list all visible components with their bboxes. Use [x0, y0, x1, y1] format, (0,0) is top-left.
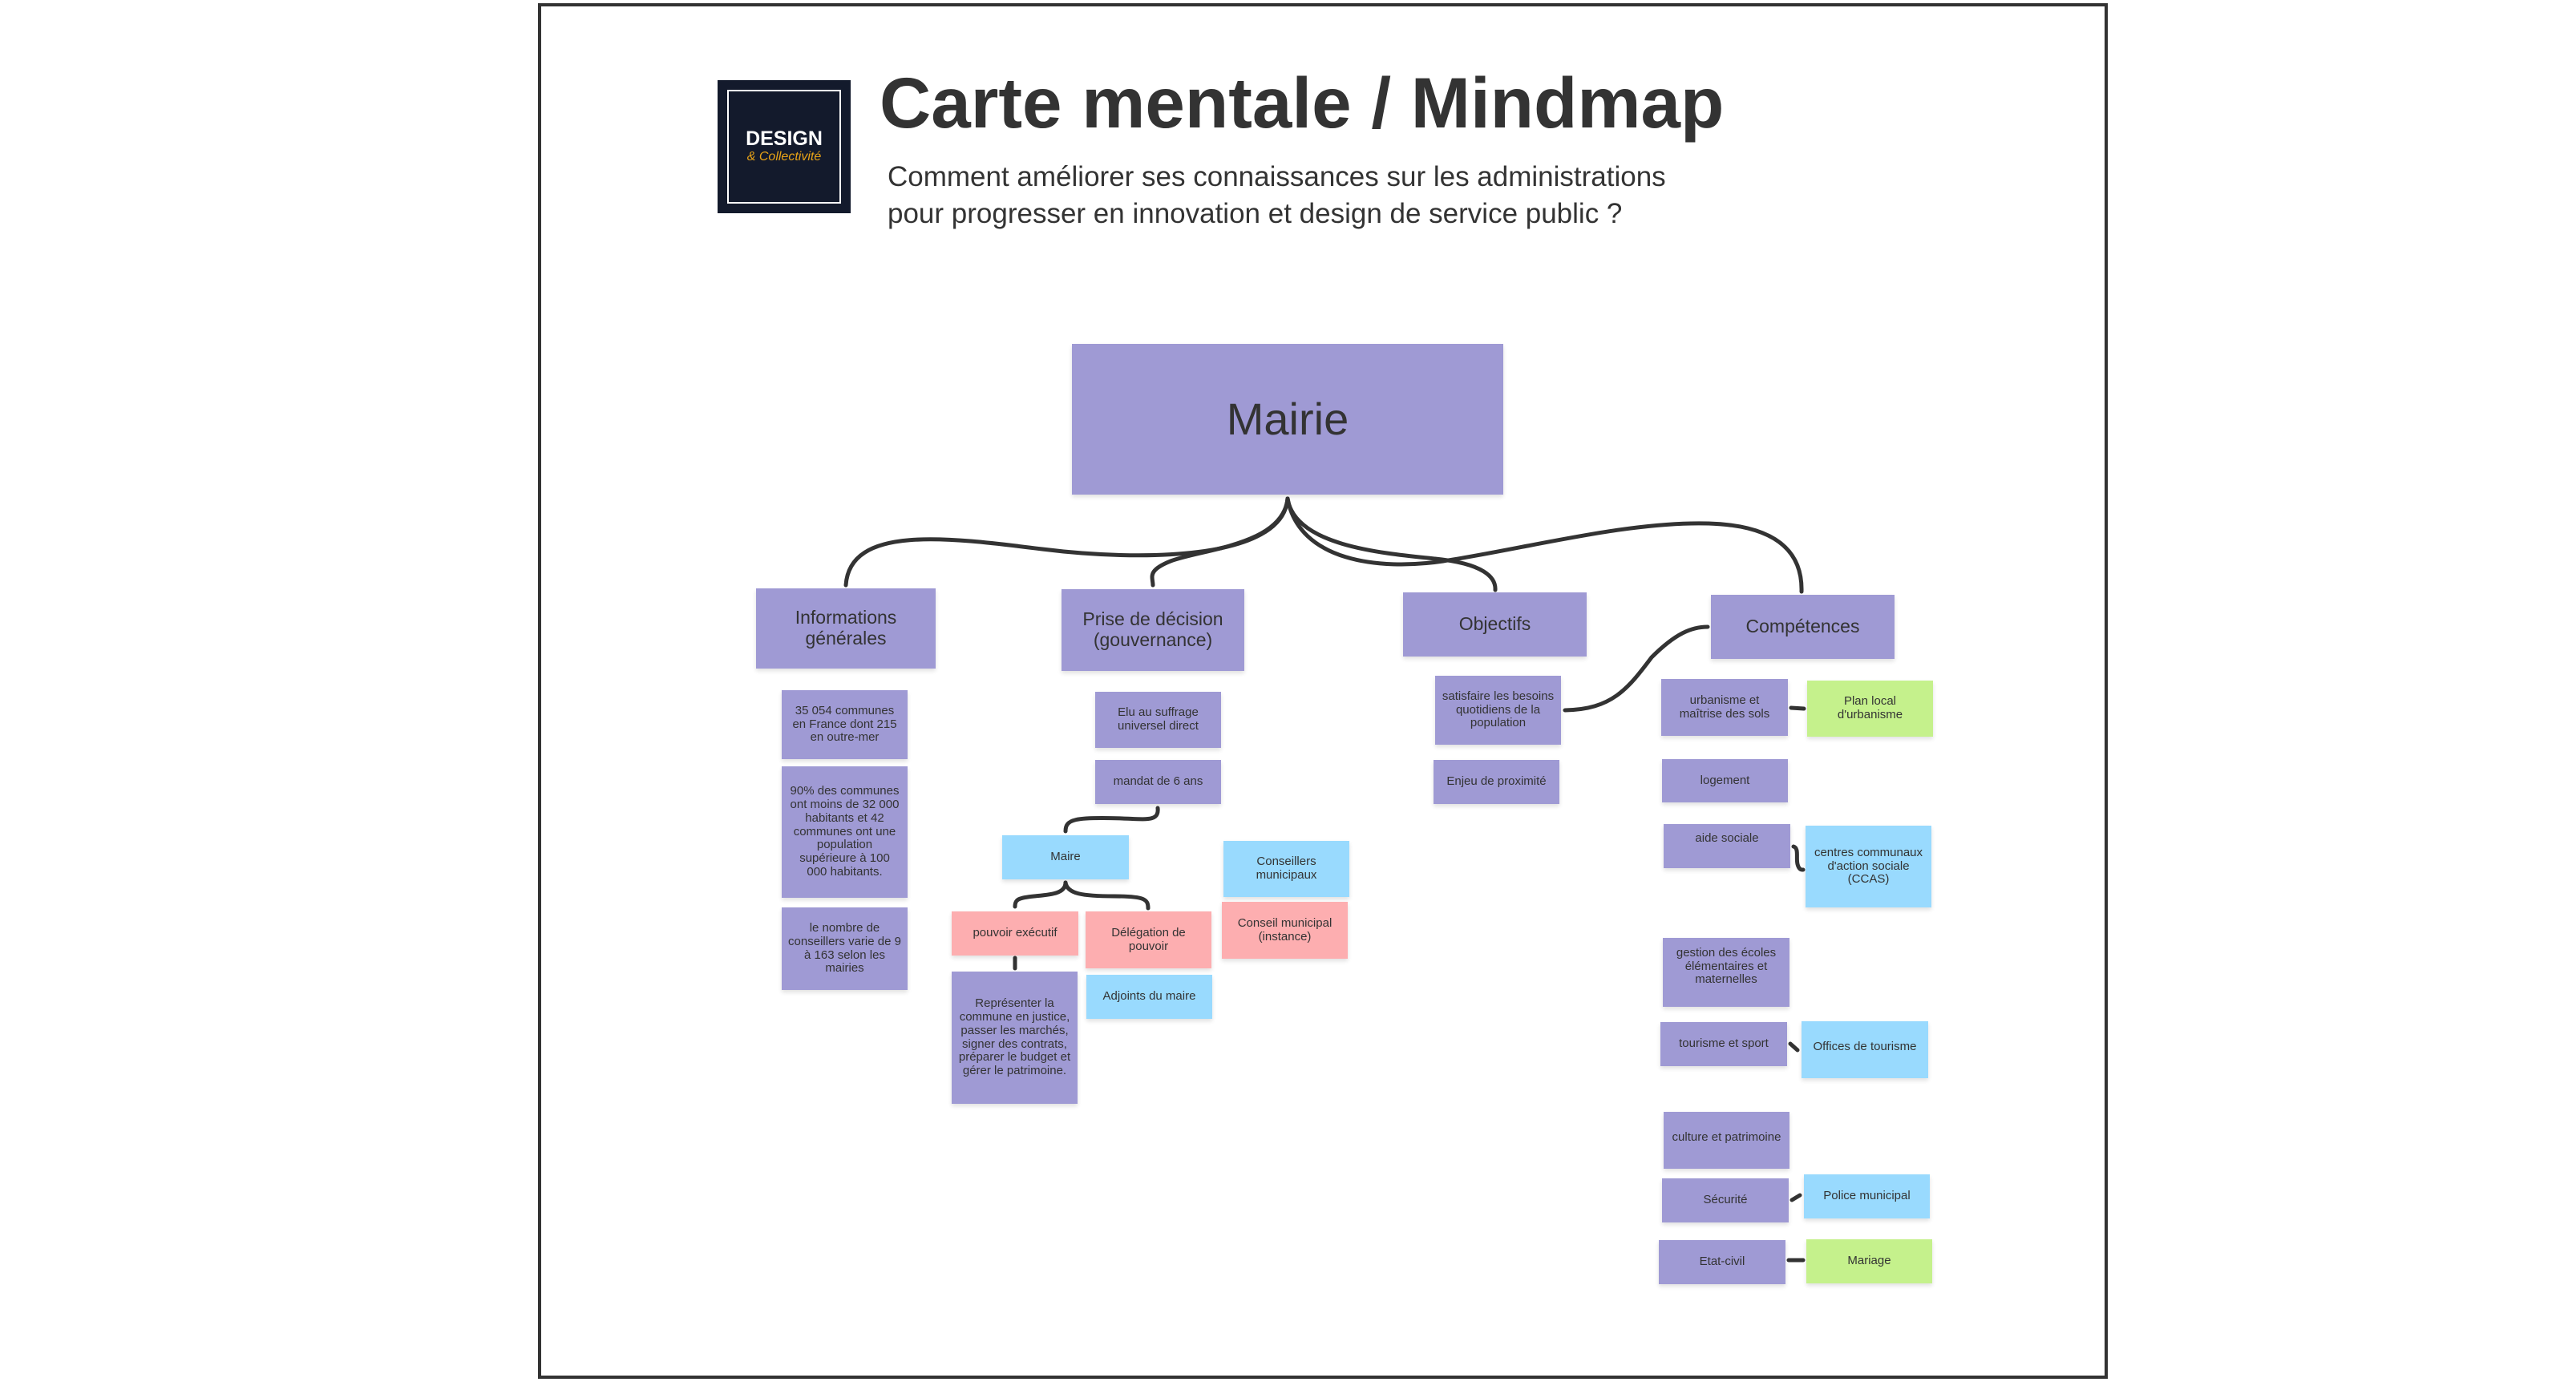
node-comp-securite[interactable]: Sécurité: [1662, 1178, 1789, 1222]
node-comp-police[interactable]: Police municipal: [1804, 1174, 1930, 1218]
node-comp-ecoles[interactable]: gestion des écoles élémentaires et mater…: [1663, 938, 1789, 1007]
logo-tagline: & Collectivité: [746, 150, 822, 164]
node-comp-plan-local[interactable]: Plan local d'urbanisme: [1807, 681, 1933, 737]
node-branch-gouvernance[interactable]: Prise de décision (gouvernance): [1062, 589, 1244, 671]
node-obj-proximite[interactable]: Enjeu de proximité: [1434, 760, 1559, 804]
node-root-mairie[interactable]: Mairie: [1072, 344, 1503, 495]
page-subtitle: Comment améliorer ses connaissances sur …: [888, 159, 1666, 232]
logo-border: DESIGN & Collectivité: [727, 90, 841, 204]
node-comp-etat-civil[interactable]: Etat-civil: [1659, 1240, 1785, 1284]
node-obj-besoins[interactable]: satisfaire les besoins quotidiens de la …: [1435, 676, 1561, 745]
node-gouv-pouvoir-executif[interactable]: pouvoir exécutif: [952, 911, 1078, 956]
node-branch-objectifs[interactable]: Objectifs: [1403, 592, 1587, 657]
node-comp-ccas[interactable]: centres communaux d'action sociale (CCAS…: [1806, 826, 1931, 907]
node-gouv-conseillers[interactable]: Conseillers municipaux: [1223, 841, 1349, 897]
page-title: Carte mentale / Mindmap: [880, 63, 1725, 143]
node-gouv-executif-detail[interactable]: Représenter la commune en justice, passe…: [952, 972, 1078, 1104]
node-gouv-adjoints[interactable]: Adjoints du maire: [1086, 975, 1212, 1019]
node-gouv-maire[interactable]: Maire: [1002, 835, 1129, 879]
node-comp-offices-tourisme[interactable]: Offices de tourisme: [1802, 1021, 1928, 1078]
node-gouv-conseil-municipal[interactable]: Conseil municipal (instance): [1222, 902, 1348, 959]
node-gouv-delegation[interactable]: Délégation de pouvoir: [1086, 911, 1211, 968]
node-gouv-suffrage[interactable]: Elu au suffrage universel direct: [1095, 692, 1221, 748]
node-branch-competences[interactable]: Compétences: [1711, 595, 1895, 659]
design-collectivite-logo: DESIGN & Collectivité: [718, 80, 851, 213]
node-comp-culture[interactable]: culture et patrimoine: [1664, 1112, 1789, 1169]
node-comp-urbanisme[interactable]: urbanisme et maîtrise des sols: [1661, 679, 1788, 736]
node-comp-mariage[interactable]: Mariage: [1806, 1239, 1932, 1283]
node-info-conseillers[interactable]: le nombre de conseillers varie de 9 à 16…: [782, 907, 908, 990]
node-comp-aide-sociale[interactable]: aide sociale: [1664, 824, 1790, 868]
node-comp-tourisme-sport[interactable]: tourisme et sport: [1660, 1022, 1787, 1066]
node-branch-informations[interactable]: Informations générales: [756, 588, 936, 669]
logo-wordmark: DESIGN: [746, 127, 823, 150]
subtitle-line-1: Comment améliorer ses connaissances sur …: [888, 161, 1666, 192]
node-info-communes[interactable]: 35 054 communes en France dont 215 en ou…: [782, 690, 908, 759]
node-gouv-mandat[interactable]: mandat de 6 ans: [1095, 760, 1221, 804]
subtitle-line-2: pour progresser en innovation et design …: [888, 198, 1623, 229]
node-comp-logement[interactable]: logement: [1662, 759, 1788, 802]
node-info-population[interactable]: 90% des communes ont moins de 32 000 hab…: [782, 766, 908, 898]
